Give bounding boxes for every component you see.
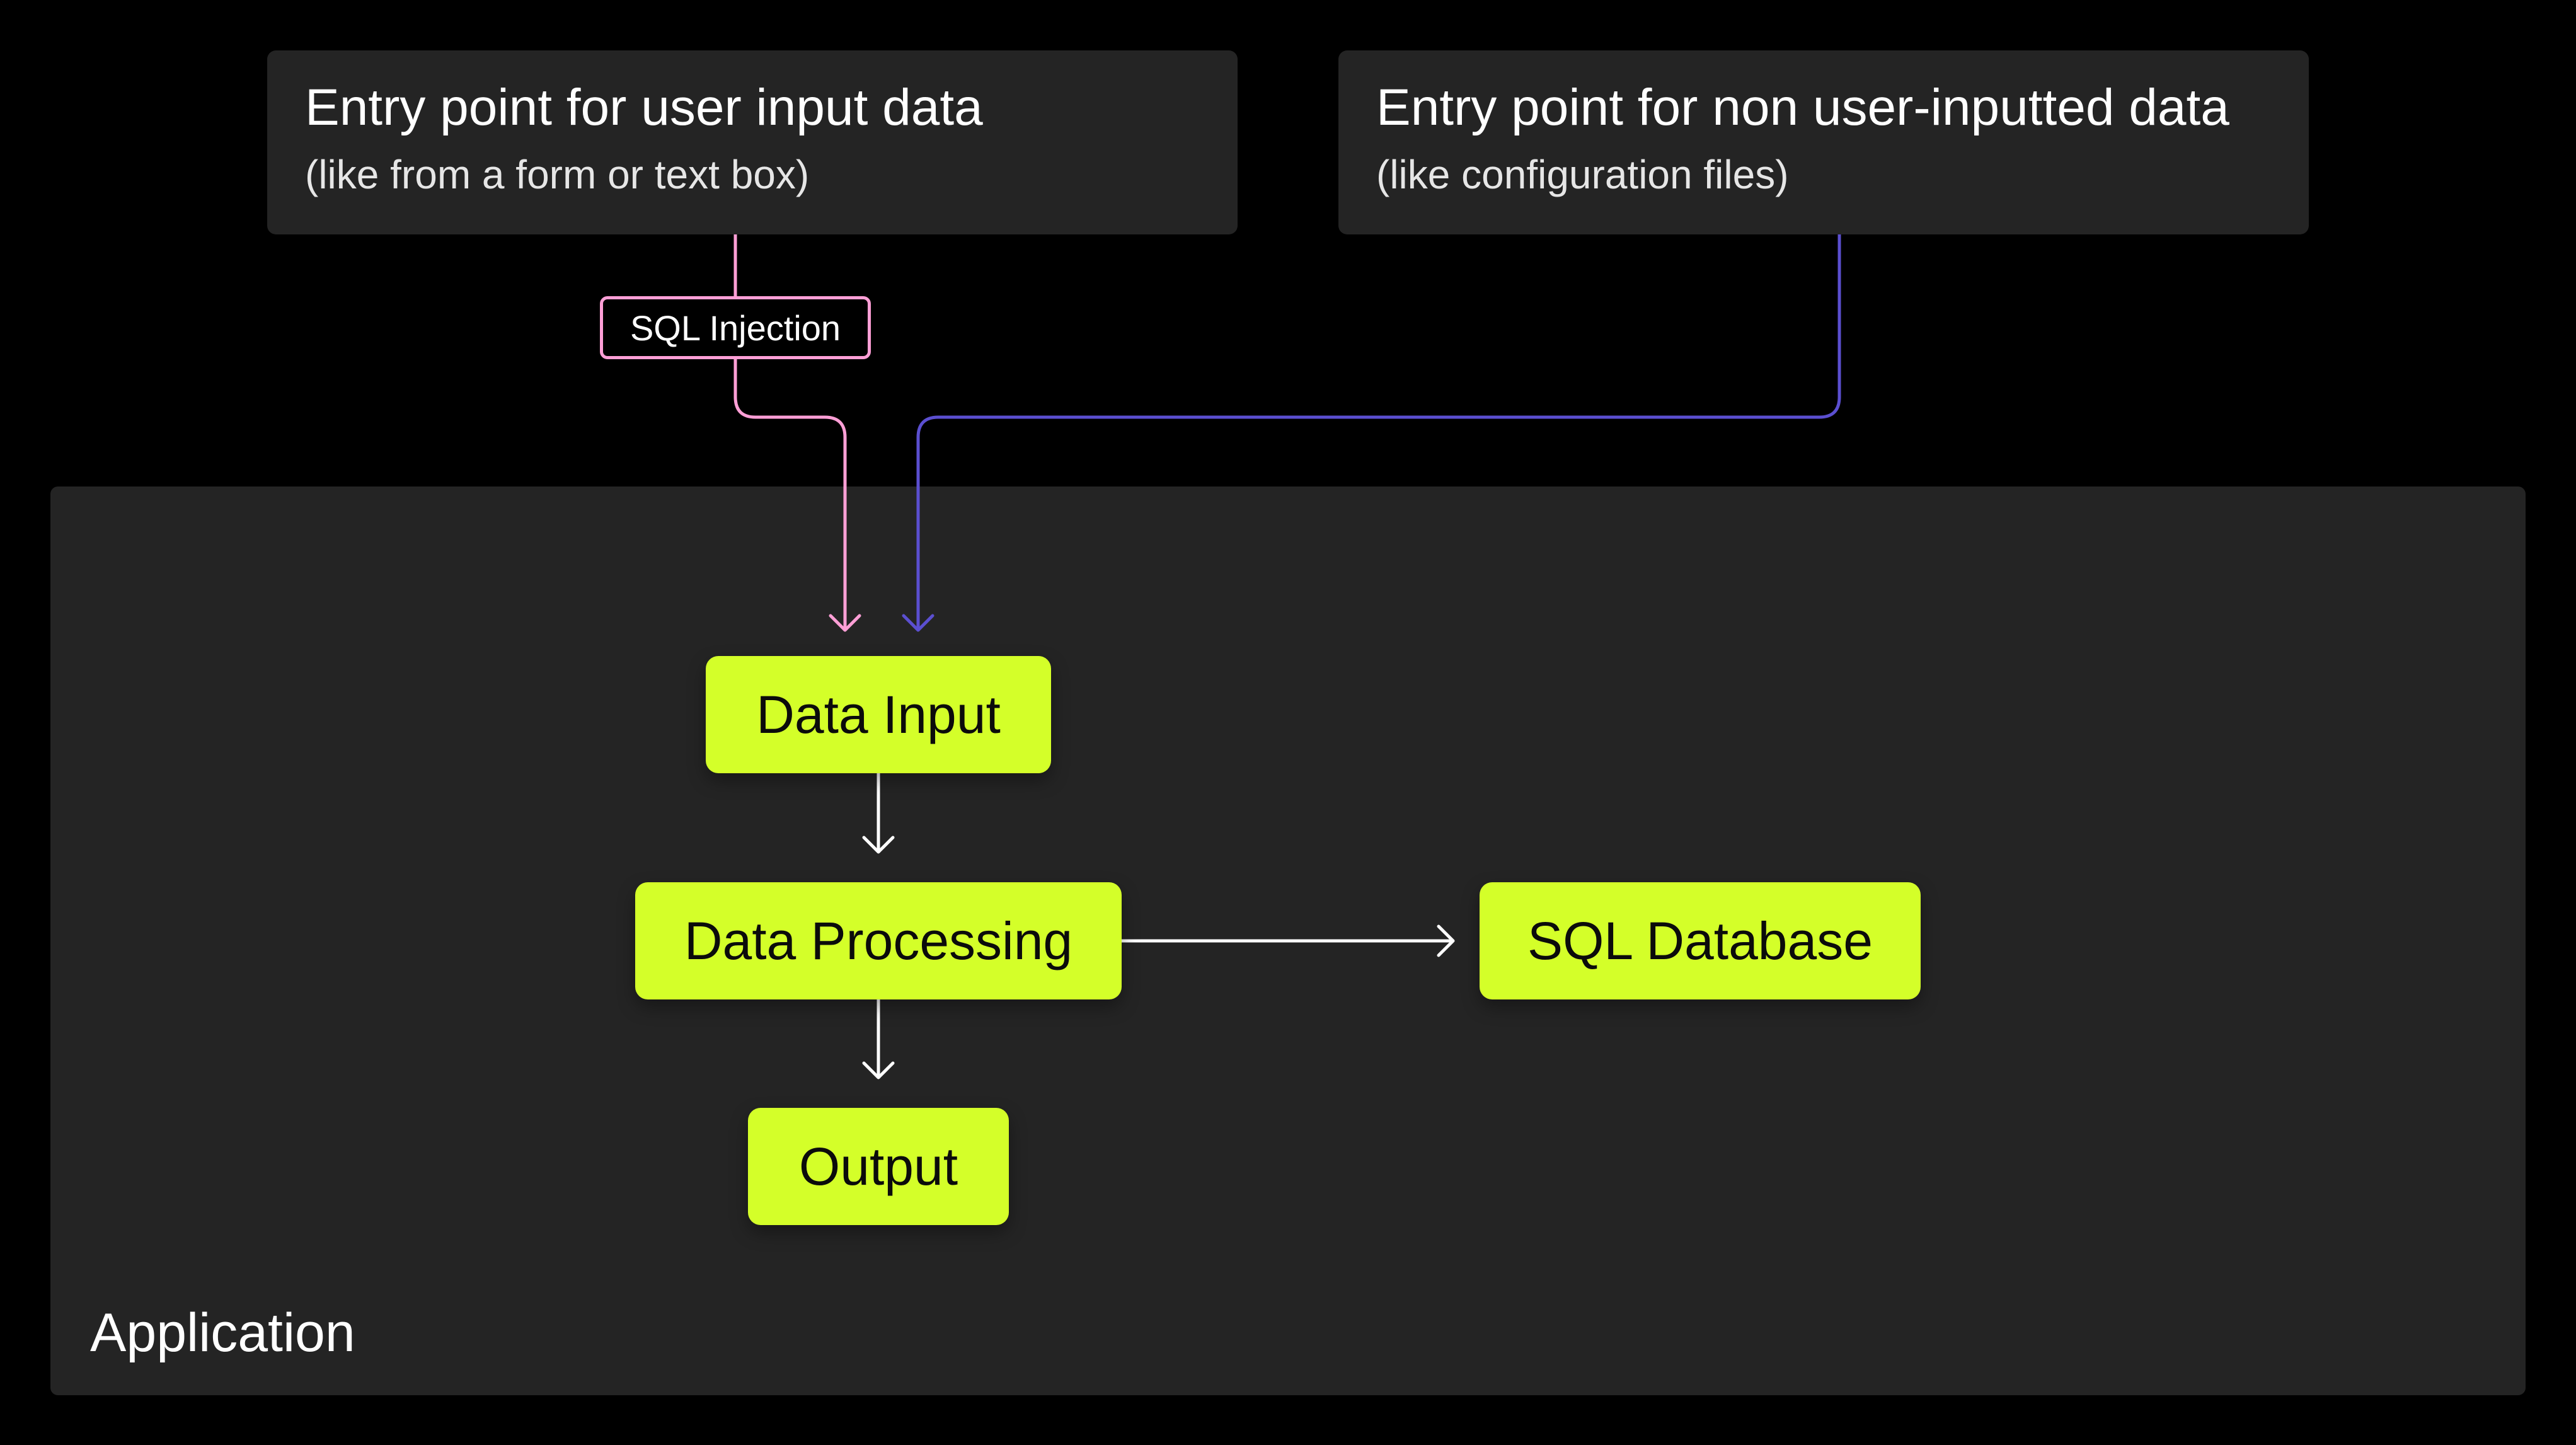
entry-point-non-user-title: Entry point for non user-inputted data xyxy=(1376,79,2229,136)
sql-injection-label: SQL Injection xyxy=(600,296,871,359)
entry-point-user-box: Entry point for user input data (like fr… xyxy=(267,50,1238,234)
entry-point-non-user-box: Entry point for non user-inputted data (… xyxy=(1338,50,2309,234)
application-panel xyxy=(50,486,2526,1395)
entry-point-user-subtitle: (like from a form or text box) xyxy=(305,152,810,198)
entry-point-non-user-subtitle: (like configuration files) xyxy=(1376,152,1789,198)
application-label: Application xyxy=(90,1303,355,1363)
entry-point-user-title: Entry point for user input data xyxy=(305,79,983,136)
sql-database-node: SQL Database xyxy=(1480,882,1921,999)
output-node: Output xyxy=(748,1108,1009,1225)
data-processing-node: Data Processing xyxy=(635,882,1122,999)
data-input-node: Data Input xyxy=(706,656,1051,773)
